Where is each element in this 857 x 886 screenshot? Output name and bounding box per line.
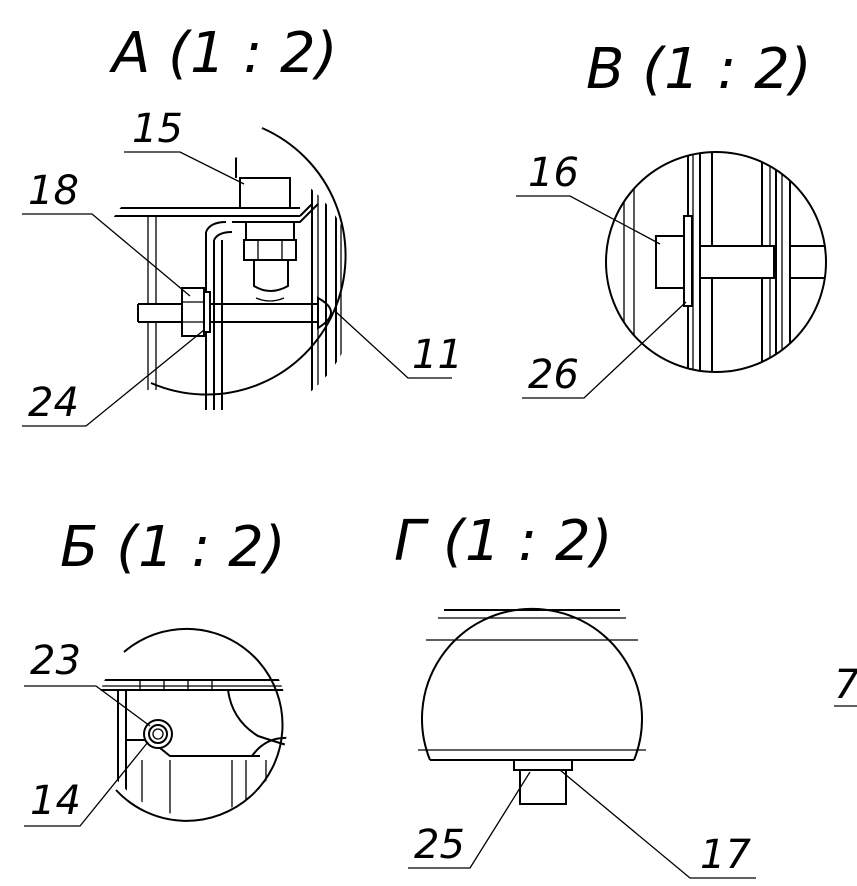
leader-23 — [24, 685, 151, 727]
callout-14: 14 — [30, 778, 81, 824]
callout-16: 16 — [528, 150, 579, 196]
view-a-boundary — [150, 127, 347, 396]
view-v: В (1 : 2) 16 26 — [516, 37, 827, 399]
view-v-title: В (1 : 2) — [586, 37, 812, 102]
view-b: Б (1 : 2) 23 14 — [24, 515, 288, 827]
plug-17 — [519, 769, 567, 805]
leader-25 — [408, 771, 531, 869]
callout-23: 23 — [30, 638, 81, 684]
leader-11 — [335, 311, 452, 379]
view-b-detail — [96, 679, 288, 816]
view-a-title: A (1 : 2) — [109, 21, 338, 86]
leader-16 — [516, 195, 661, 245]
view-a-detail — [100, 157, 342, 423]
callout-18: 18 — [28, 168, 79, 214]
leader-15 — [124, 151, 245, 185]
partial-callout-7: 7 — [834, 662, 857, 708]
callout-7: 7 — [834, 662, 857, 708]
callout-26: 26 — [528, 352, 579, 398]
view-g-title: Г (1 : 2) — [394, 509, 612, 574]
view-g-dome — [421, 607, 643, 761]
callout-24: 24 — [28, 380, 79, 426]
leader-18 — [22, 213, 191, 297]
callout-11: 11 — [412, 332, 463, 378]
plug-25 — [513, 759, 573, 771]
view-v-boundary — [605, 151, 827, 373]
view-a: A (1 : 2) — [22, 21, 463, 427]
callout-15: 15 — [132, 106, 183, 152]
leader-26 — [522, 301, 687, 399]
leader-14 — [24, 741, 149, 827]
view-b-boundary — [115, 627, 284, 822]
leader-24 — [22, 329, 205, 427]
callout-17: 17 — [700, 832, 751, 878]
callout-25: 25 — [414, 822, 465, 868]
view-b-title: Б (1 : 2) — [60, 515, 286, 580]
view-g: Г (1 : 2) 25 17 — [394, 509, 756, 879]
leader-17 — [559, 769, 756, 879]
